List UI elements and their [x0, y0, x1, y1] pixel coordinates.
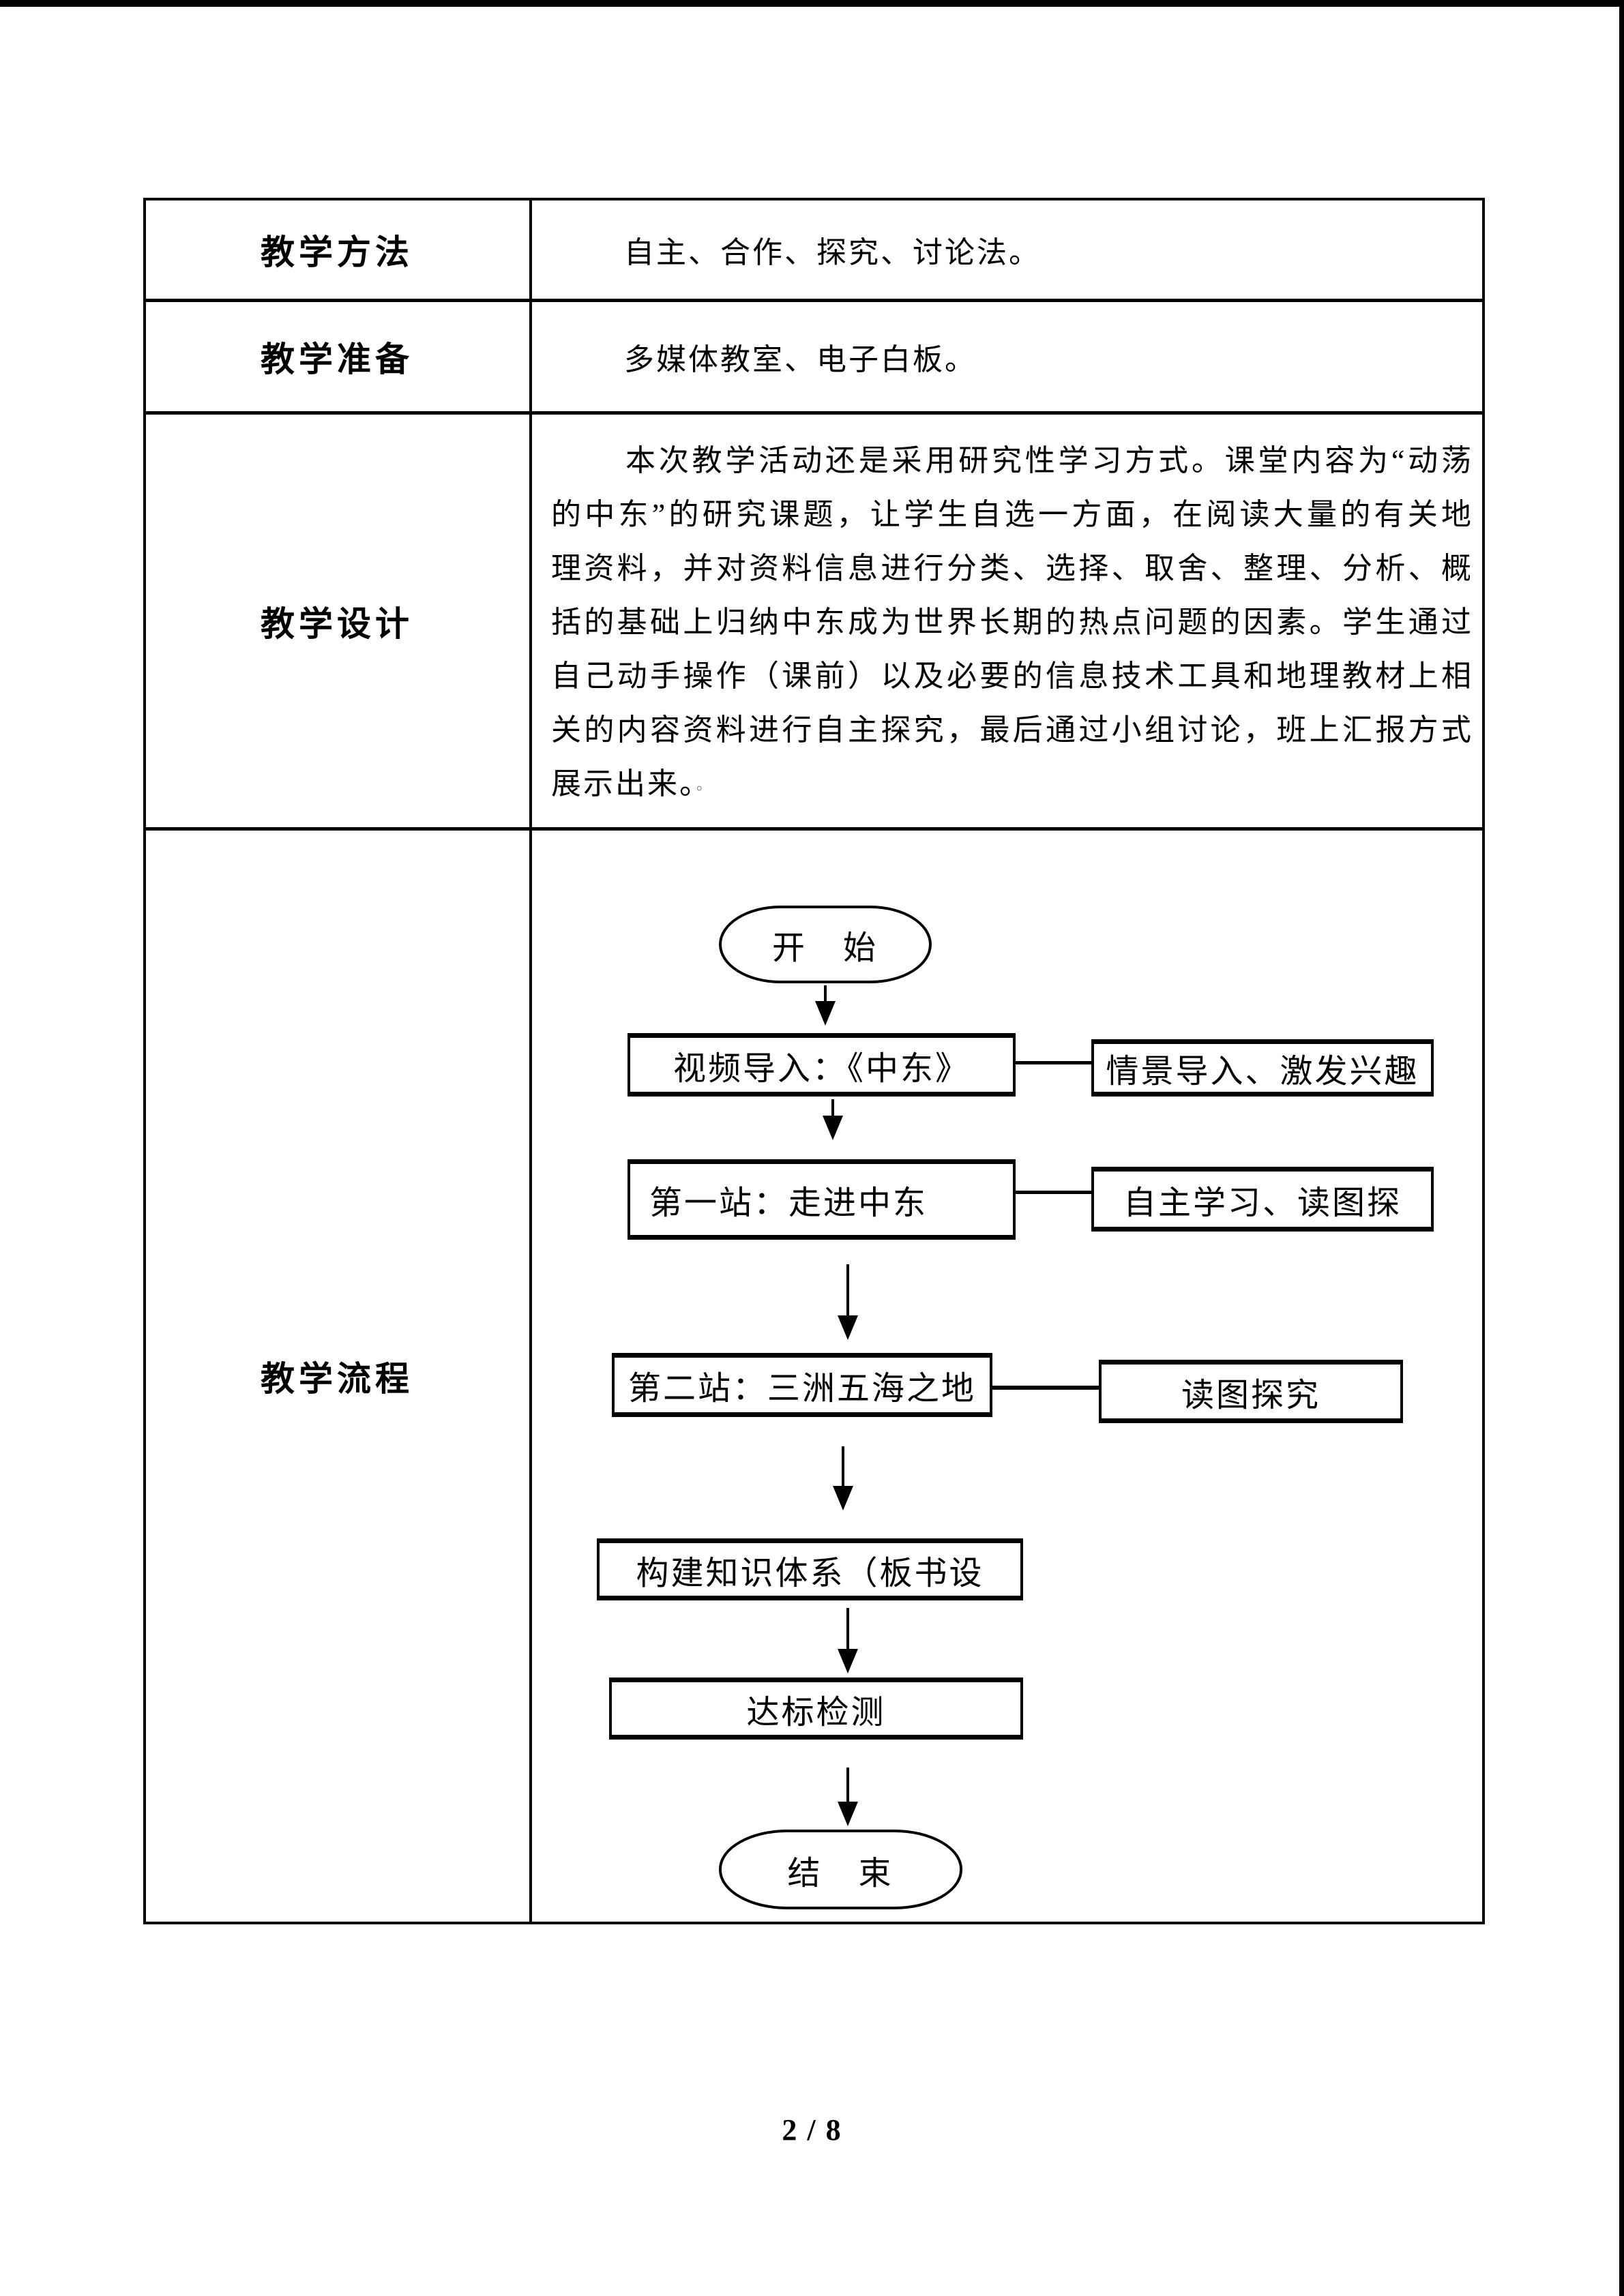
down-arrow-icon [823, 1099, 843, 1140]
table-row-divider [143, 411, 1485, 415]
flow-note-map-exploration: 读图探究 [1099, 1360, 1403, 1423]
paragraph-line: 的中东”的研究课题，让学生自选一方面，在阅读大量的有关地 [551, 498, 1473, 531]
page-edge-artifact-top [0, 0, 1624, 7]
table-row-divider [143, 827, 1485, 831]
table-column-divider [529, 198, 532, 1924]
row-label-teaching-process: 教学流程 [261, 1360, 413, 1398]
arrow-stem [831, 1099, 834, 1117]
down-arrow-icon [815, 985, 836, 1026]
down-arrow-icon [838, 1264, 858, 1340]
arrow-head [815, 1001, 836, 1026]
down-arrow-icon [833, 1446, 853, 1510]
flow-step-knowledge-system: 构建知识体系（板书设 [597, 1538, 1023, 1600]
paragraph-line: 关的内容资料进行自主探究，最后通过小组讨论，班上汇报方式 [551, 713, 1473, 747]
flow-step-video-intro: 视频导入：《中东》 [628, 1033, 1016, 1097]
arrow-stem [842, 1446, 844, 1487]
arrow-stem [846, 1264, 849, 1317]
stray-scan-mark: 。 [696, 776, 712, 793]
arrow-stem [846, 1608, 849, 1650]
down-arrow-icon [838, 1768, 858, 1826]
connector-line [1016, 1061, 1091, 1064]
flow-step-station2: 第二站：三洲五海之地 [612, 1353, 992, 1417]
paragraph-line: 展示出来。。 [551, 757, 1473, 811]
page-edge-artifact-right [1619, 0, 1624, 2296]
arrow-stem [824, 985, 827, 1002]
flow-terminator-end: 结 束 [719, 1830, 962, 1909]
down-arrow-icon [838, 1608, 858, 1673]
arrow-head [838, 1802, 858, 1826]
row-label-teaching-design: 教学设计 [261, 604, 413, 643]
flow-note-scenario-intro: 情景导入、激发兴趣 [1091, 1039, 1434, 1097]
connector-line [992, 1386, 1099, 1390]
teaching-preparation-content: 多媒体教室、电子白板。 [624, 343, 977, 376]
arrow-head [838, 1315, 858, 1340]
paragraph-line: 理资料，并对资料信息进行分类、选择、取舍、整理、分析、概 [551, 552, 1473, 585]
flow-terminator-start: 开 始 [719, 906, 932, 983]
arrow-stem [846, 1768, 849, 1803]
paragraph-line: 本次教学活动还是采用研究性学习方式。课堂内容为“动荡 [625, 444, 1473, 477]
page-number: 2 / 8 [782, 2113, 842, 2147]
lesson-plan-table [143, 198, 1485, 1924]
flow-note-self-study: 自主学习、读图探 [1091, 1167, 1434, 1232]
arrow-head [823, 1116, 843, 1140]
paragraph-last-line-text: 展示出来。 [551, 767, 696, 801]
arrow-head [838, 1649, 858, 1673]
row-label-teaching-preparation: 教学准备 [261, 340, 413, 378]
flow-step-station1: 第一站：走进中东 [628, 1159, 1016, 1240]
arrow-head [833, 1486, 853, 1510]
teaching-methods-content: 自主、合作、探究、讨论法。 [624, 236, 1041, 269]
paragraph-line: 自己动手操作（课前）以及必要的信息技术工具和地理教材上相 [551, 659, 1473, 693]
row-label-teaching-methods: 教学方法 [261, 233, 413, 271]
connector-line [1016, 1191, 1091, 1194]
teaching-design-paragraph: 本次教学活动还是采用研究性学习方式。课堂内容为“动荡 的中东”的研究课题，让学生… [551, 434, 1473, 811]
paragraph-line: 括的基础上归纳中东成为世界长期的热点问题的因素。学生通过 [551, 606, 1473, 639]
table-row-divider [143, 299, 1485, 302]
flow-step-standard-test: 达标检测 [609, 1678, 1023, 1740]
